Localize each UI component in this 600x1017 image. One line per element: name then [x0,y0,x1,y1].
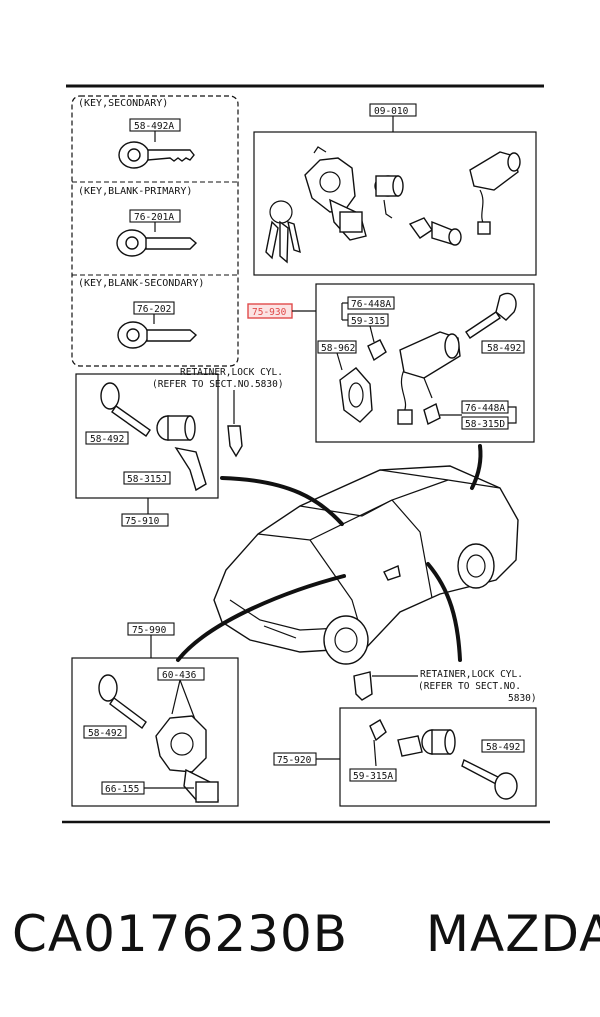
key-blank-secondary-icon [117,321,198,349]
label-58-962: 58-962 [321,343,355,354]
door-lock-cylinder-icon [397,331,461,426]
footer-caption: CA0176230B MAZDA [12,905,600,975]
label-76-448A-mid: 76-448A [465,403,505,414]
label-58-492-left: 58-492 [90,434,124,445]
assembly-75-920-panel: 75-920 58-492 59-315A [273,707,537,807]
label-59-315: 59-315 [351,316,385,327]
header-key-blank-secondary: (KEY,BLANK-SECONDARY) [78,278,204,289]
label-76-201A: 76-201A [134,212,174,223]
label-58-315D: 58-315D [465,419,505,430]
key-secondary-icon [118,141,195,169]
key-panel: (KEY,SECONDARY) (KEY,BLANK-PRIMARY) (KEY… [71,95,239,367]
retainer-clip-top-icon [227,425,243,458]
footer-part-number: CA0176230B [12,905,349,963]
label-75-930: 75-930 [252,307,287,318]
door-cylinder-icon [408,217,462,246]
steering-lock-icon [304,146,367,241]
label-76-448A-top: 76-448A [351,299,391,310]
note-retainer-bot-line3: 5830) [508,693,537,704]
label-58-492-top: 58-492 [487,343,521,354]
key-icon [465,292,517,339]
cylinder-left-icon [156,415,207,492]
assembly-75-910-panel: 58-492 58-315J 75-910 [75,373,219,527]
label-76-202: 76-202 [137,304,171,315]
key-bl-icon [98,674,147,730]
label-75-920: 75-920 [277,755,312,766]
leader-75-930 [470,444,483,490]
label-60-436: 60-436 [162,670,197,681]
clip-icon [367,339,387,362]
label-75-990: 75-990 [132,625,167,636]
lock-cylinder-icon [374,175,404,219]
keyring-icon [265,200,301,264]
assembly-75-930-panel: 76-448A 59-315 58-962 58-492 76-448A 58-… [315,283,535,443]
label-59-315A: 59-315A [353,771,393,782]
label-58-315J: 58-315J [127,474,167,485]
ignition-switch-icon [469,151,521,235]
assembly-09-010-panel: 09-010 [253,103,537,276]
leader-75-920 [426,562,462,662]
car-illustration [213,465,519,665]
label-58-492-bl: 58-492 [88,728,122,739]
label-58-492A: 58-492A [134,121,174,132]
note-retainer-bot-line2: (REFER TO SECT.NO. [418,681,521,692]
key-blank-primary-icon [116,229,198,257]
assembly-75-990-panel: 75-990 58-492 60-436 66-155 [71,622,239,807]
label-58-492-br: 58-492 [486,742,520,753]
note-retainer-bot-line1: RETAINER,LOCK CYL. [420,669,523,680]
cylinder-br-icon [397,729,456,757]
steering-lock-bl-icon [155,715,219,803]
key-br-icon [461,759,518,800]
leader-75-990 [176,574,346,662]
gasket-icon [339,367,373,423]
key-left-icon [100,382,151,437]
clip-br-icon [369,719,387,767]
label-75-910: 75-910 [125,516,160,527]
label-09-010: 09-010 [374,106,409,117]
label-66-155: 66-155 [105,784,139,795]
part-75-930-highlight[interactable]: 75-930 [247,303,316,319]
footer-brand: MAZDA [425,905,600,963]
note-retainer-top-line1: RETAINER,LOCK CYL. [180,367,283,378]
header-key-blank-primary: (KEY,BLANK-PRIMARY) [78,186,192,197]
retainer-clip-bot-icon [353,671,373,701]
header-key-secondary: (KEY,SECONDARY) [78,98,168,109]
leader-75-910 [220,476,344,526]
